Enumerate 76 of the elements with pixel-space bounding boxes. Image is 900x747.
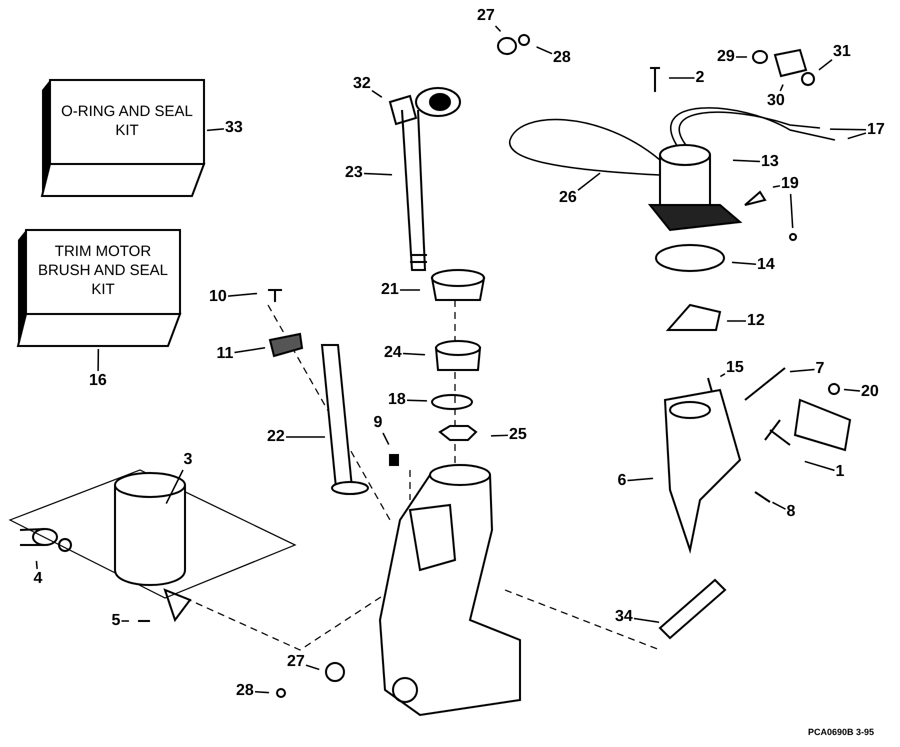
callout-number: 13: [761, 153, 779, 171]
leader-line: [818, 59, 832, 71]
callout-number: 11: [216, 345, 234, 363]
leader-line: [494, 25, 502, 32]
callout-number: 32: [353, 75, 371, 93]
callout-number: 15: [726, 359, 744, 377]
callout-number: 17: [867, 121, 885, 139]
leader-line: [536, 46, 552, 54]
leader-line: [578, 172, 601, 191]
leader-line: [400, 289, 420, 291]
leader-line: [372, 90, 382, 98]
leader-line: [364, 172, 392, 176]
leader-line: [402, 352, 426, 356]
leader-line: [490, 434, 508, 437]
callout-number: 4: [34, 570, 42, 588]
callout-number: 1: [836, 463, 844, 481]
callout-number: 6: [618, 472, 626, 490]
leader-line: [830, 128, 866, 131]
callout-number: 31: [833, 43, 851, 61]
callout-number: 29: [717, 48, 735, 66]
callout-number: 12: [747, 312, 765, 330]
callout-number: 8: [786, 503, 796, 521]
callout-number: 22: [267, 428, 285, 446]
leader-line: [228, 292, 258, 297]
callout-number: 10: [209, 288, 227, 306]
callout-number: 2: [696, 69, 704, 87]
leader-line: [780, 84, 784, 92]
leader-line: [306, 664, 320, 670]
leader-line: [122, 620, 129, 622]
callout-number: 21: [381, 281, 399, 299]
leader-line: [804, 460, 835, 472]
callout-number: 24: [384, 344, 402, 362]
callout-number: 7: [816, 360, 824, 378]
callout-number: 28: [236, 682, 254, 700]
leader-line: [36, 560, 38, 570]
drawing-code: PCA0690B 3-95: [808, 727, 874, 737]
leader-line: [736, 56, 747, 58]
leader-line: [772, 502, 786, 510]
callout-number: 19: [781, 175, 799, 193]
callout-number: 20: [861, 383, 879, 401]
leader-line: [790, 368, 815, 372]
callout-number: 3: [184, 451, 192, 469]
callout-number: 27: [287, 653, 305, 671]
callout-number: 26: [559, 189, 577, 207]
leader-line: [720, 373, 726, 378]
callout-number: 27: [477, 7, 495, 25]
leader-line: [286, 436, 325, 438]
callout-number: 16: [89, 372, 107, 390]
leader-line: [382, 432, 390, 445]
leader-line: [206, 128, 224, 132]
callout-number: 18: [388, 391, 406, 409]
leader-line: [234, 347, 266, 354]
leader-line: [844, 388, 860, 392]
callout-number: 34: [615, 608, 633, 626]
callout-number: 28: [553, 49, 571, 67]
leader-line: [97, 349, 100, 371]
leader-line: [254, 690, 270, 694]
callout-number: 33: [225, 119, 243, 137]
leader-line: [406, 400, 428, 402]
callout-number: 25: [509, 426, 527, 444]
leader-line: [790, 194, 794, 228]
leader-line: [669, 77, 694, 79]
kit-label: TRIM MOTOR BRUSH AND SEAL KIT: [36, 242, 170, 299]
callout-number: 14: [757, 256, 775, 274]
leader-line: [732, 262, 756, 265]
leader-line: [848, 132, 866, 140]
leader-line: [627, 478, 654, 482]
leader-line: [634, 618, 660, 623]
callout-number: 9: [374, 414, 382, 432]
leader-line: [727, 320, 746, 322]
callout-number: 30: [767, 92, 785, 110]
kit-label: O-RING AND SEAL KIT: [60, 102, 194, 140]
callout-number: 23: [345, 164, 363, 182]
leader-line: [732, 160, 760, 162]
leader-line: [772, 185, 780, 188]
callout-number: 5: [112, 612, 120, 630]
